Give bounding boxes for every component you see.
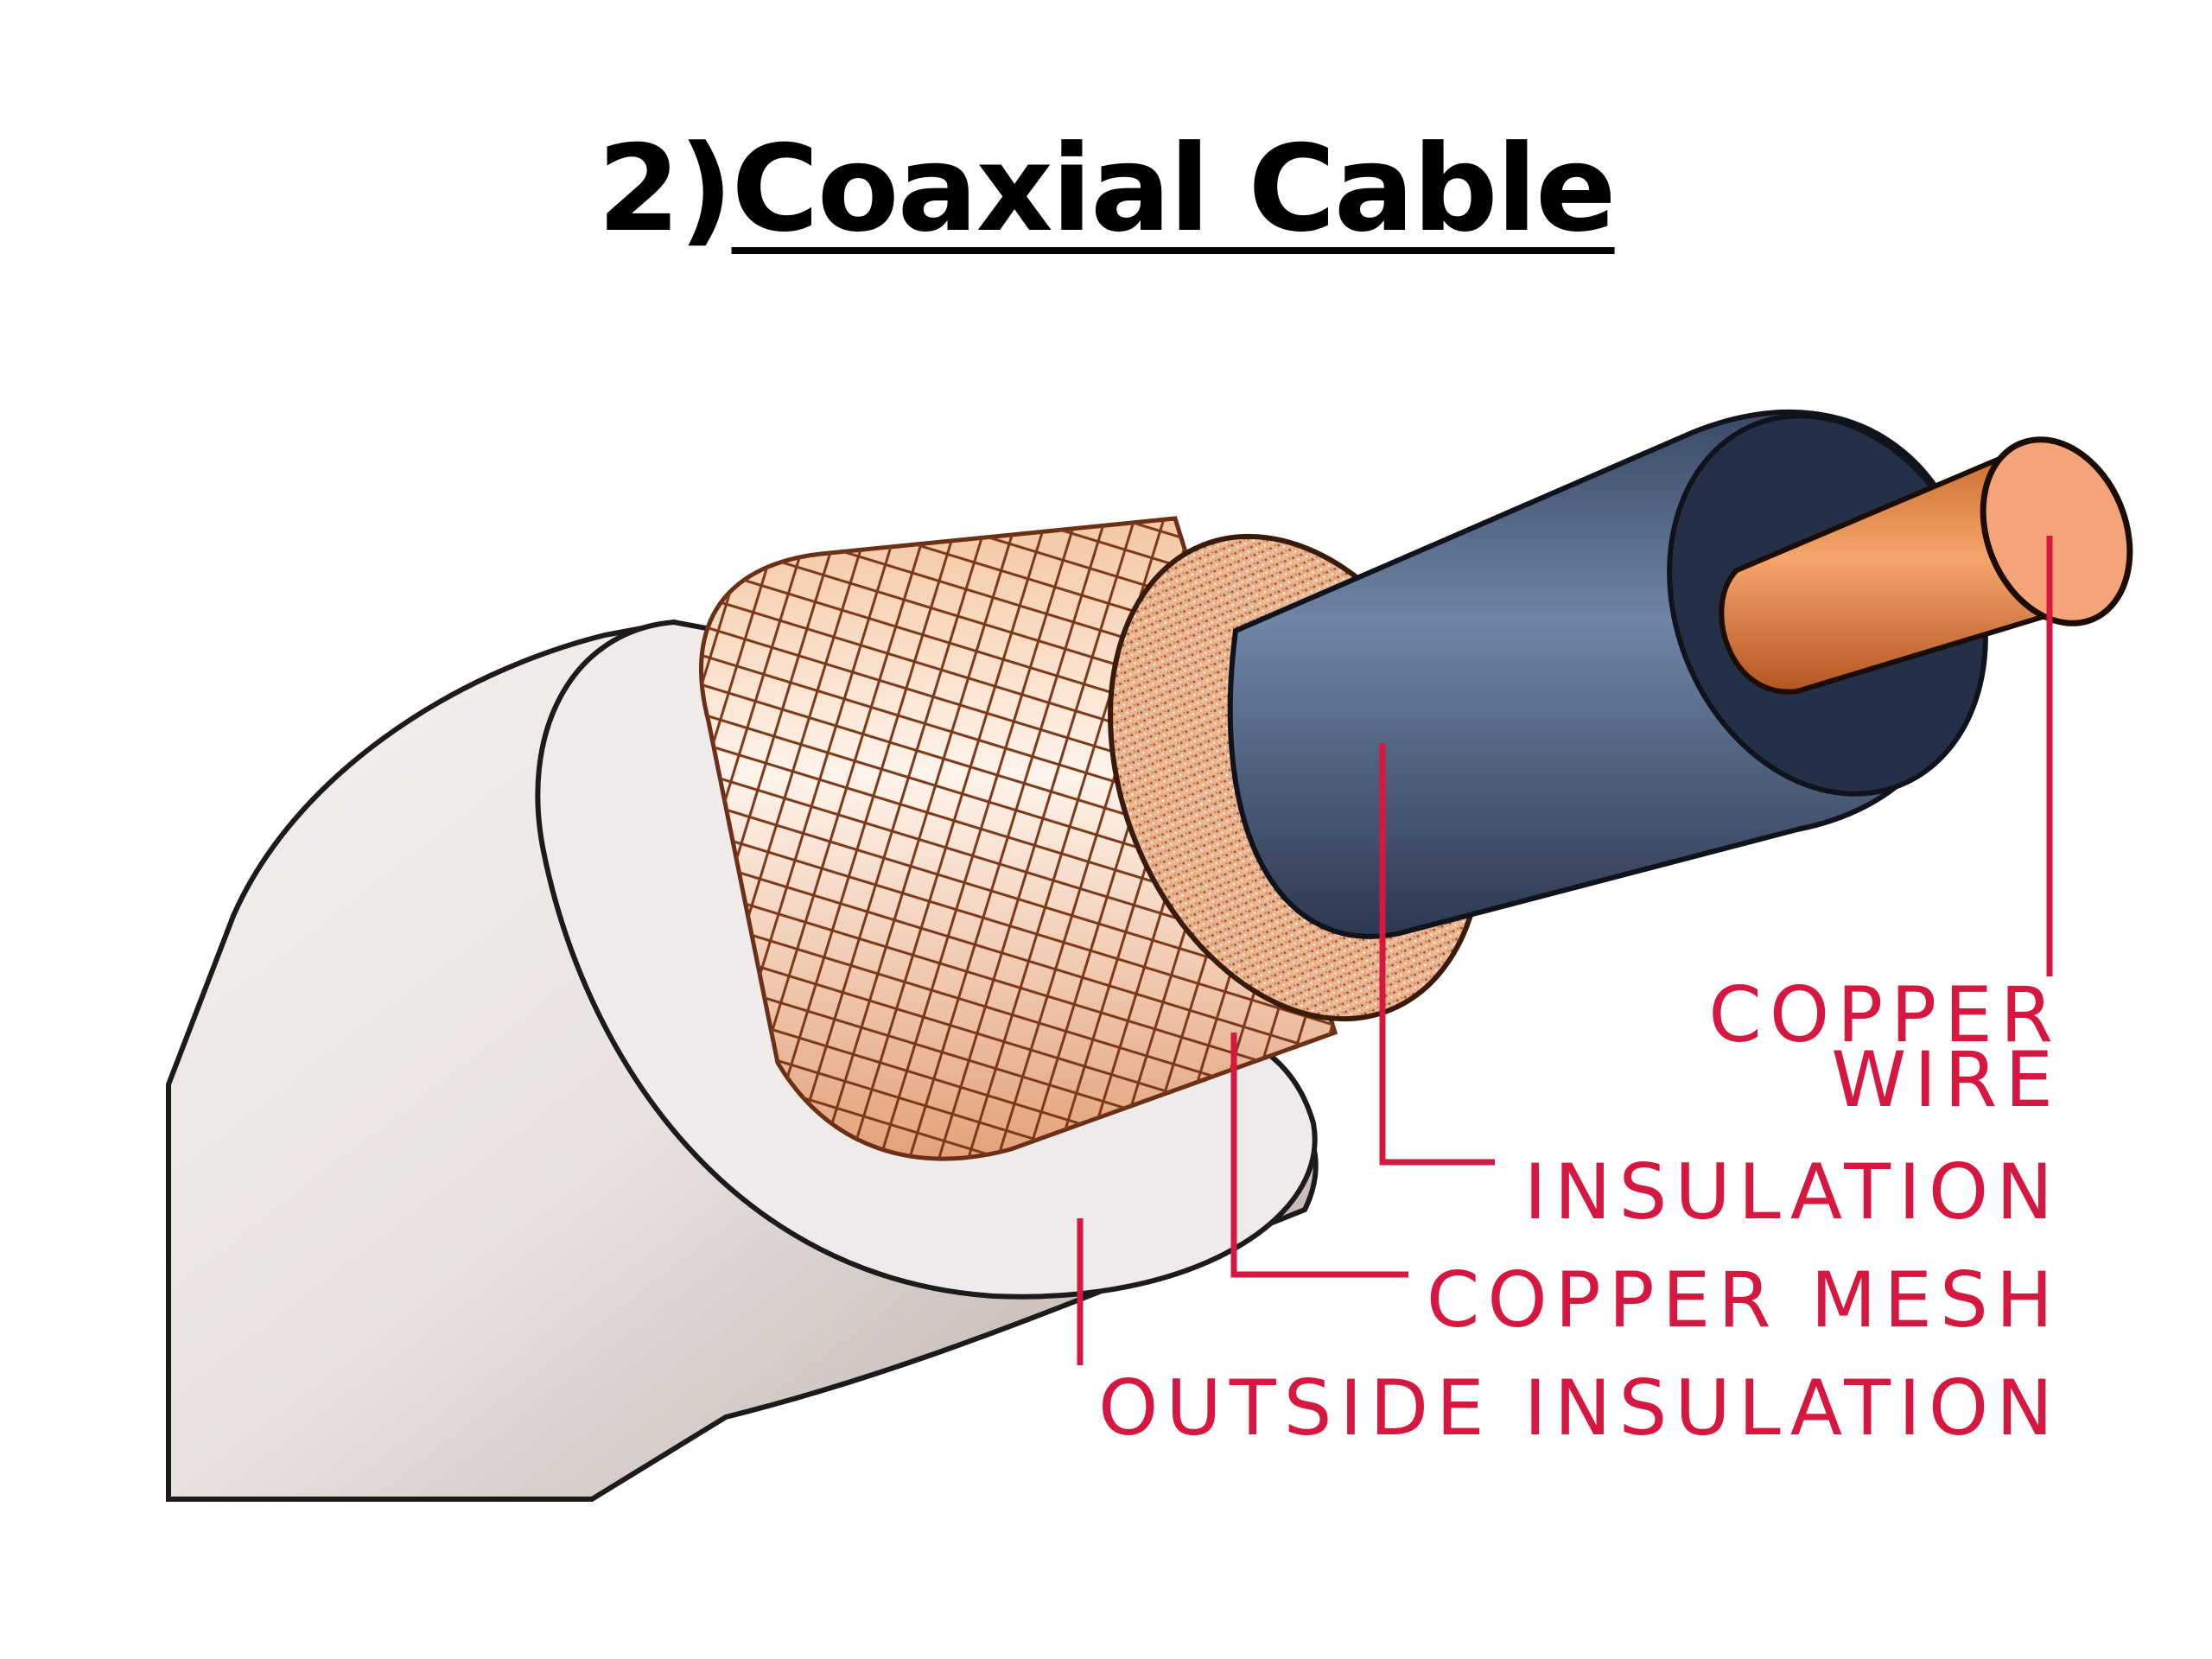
label-insulation: INSULATION — [1524, 1147, 2061, 1236]
label-copper-mesh: COPPER MESH — [1427, 1255, 2061, 1344]
leader-insulation — [1379, 743, 1495, 1166]
diagram-title: 2)Coaxial Cable — [0, 130, 2212, 249]
label-outside-insulation: OUTSIDE INSULATION — [1098, 1363, 2061, 1452]
label-copper-wire-line2: WIRE — [1831, 1035, 2061, 1124]
title-main: Coaxial Cable — [731, 119, 1617, 258]
copper-wire-end — [1980, 436, 2133, 626]
title-prefix: 2) — [597, 119, 733, 258]
leader-copper-mesh — [1230, 1033, 1408, 1278]
label-copper-wire-line1: COPPER — [1708, 970, 2061, 1059]
